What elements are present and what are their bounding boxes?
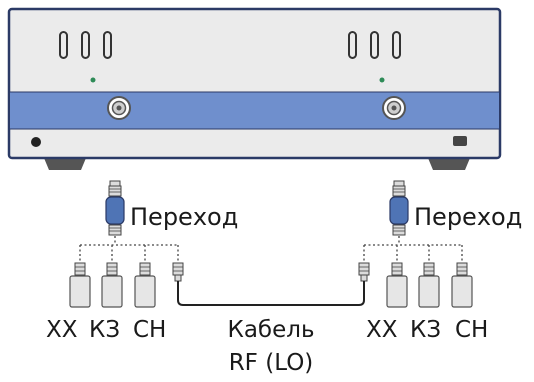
standard-label-short-left: КЗ <box>89 317 120 343</box>
status-led-left <box>90 77 96 83</box>
dotted-connection-lines-left <box>79 236 179 262</box>
standard-label-short-right: КЗ <box>410 317 441 343</box>
adapter-icon <box>105 180 125 236</box>
calibration-standard-icon <box>69 262 91 308</box>
adapter-icon <box>389 180 409 236</box>
standard-label-open-right: XX <box>366 317 398 343</box>
instrument-foot-left <box>44 158 86 170</box>
calibration-standard-icon <box>386 262 408 308</box>
rf-lo-cable <box>177 281 365 306</box>
handle-icon <box>59 31 112 59</box>
calibration-standard-icon <box>101 262 123 308</box>
rf-port-icon[interactable] <box>382 96 406 120</box>
handle-icon <box>348 31 401 59</box>
usb-port-icon[interactable] <box>453 136 467 146</box>
standard-label-load-right: СН <box>455 317 488 343</box>
adapter-label-right: Переход <box>414 203 522 231</box>
dotted-connection-lines-right <box>363 236 463 262</box>
instrument-front-panel <box>7 7 502 160</box>
status-led-right <box>379 77 385 83</box>
rf-port-icon[interactable] <box>107 96 131 120</box>
cable-connector-left <box>172 262 184 282</box>
power-button-icon[interactable] <box>31 137 41 147</box>
instrument-foot-right <box>428 158 470 170</box>
calibration-standard-icon <box>134 262 156 308</box>
cable-label-line2: RF (LO) <box>229 350 314 376</box>
calibration-standard-icon <box>418 262 440 308</box>
standard-label-open-left: XX <box>46 317 78 343</box>
standard-label-load-left: СН <box>133 317 166 343</box>
calibration-standard-icon <box>451 262 473 308</box>
cable-label-line1: Кабель <box>227 317 314 343</box>
cable-connector-right <box>358 262 370 282</box>
adapter-label-left: Переход <box>130 203 238 231</box>
panel-accent-band <box>10 92 499 129</box>
